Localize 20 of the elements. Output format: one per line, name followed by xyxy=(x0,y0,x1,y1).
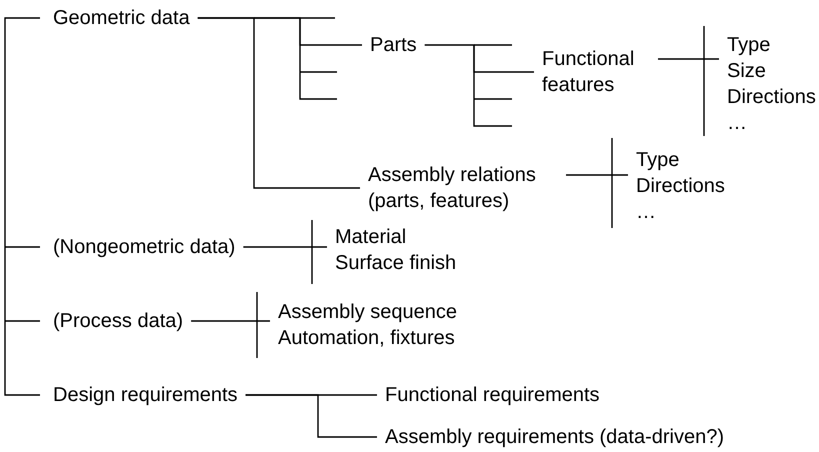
connector-line xyxy=(198,17,360,189)
item-label: Type Size Directions … xyxy=(727,32,816,136)
item-label: Geometric data xyxy=(53,5,190,31)
connector-line xyxy=(566,174,628,176)
item-label: Material Surface finish xyxy=(335,224,470,276)
item-label: Assembly sequence Automation, fixtures xyxy=(278,299,478,351)
connector-line xyxy=(424,44,534,73)
item-label: (Process data) xyxy=(53,308,184,334)
item-label: Functional features xyxy=(542,46,650,98)
item-label: Assembly relations (parts, features) xyxy=(368,162,558,214)
connector-line xyxy=(246,394,377,438)
connector-line xyxy=(191,320,270,322)
item-label: Type Directions … xyxy=(636,147,725,225)
connector-line xyxy=(658,58,719,60)
connector-line xyxy=(243,246,327,248)
item-label: Functional requirements xyxy=(385,382,600,408)
item-label: Design requirements xyxy=(53,382,238,408)
item-label: Parts xyxy=(370,32,417,58)
item-label: (Nongeometric data) xyxy=(53,234,236,260)
item-label: Assembly requirements (data-driven?) xyxy=(385,424,724,450)
